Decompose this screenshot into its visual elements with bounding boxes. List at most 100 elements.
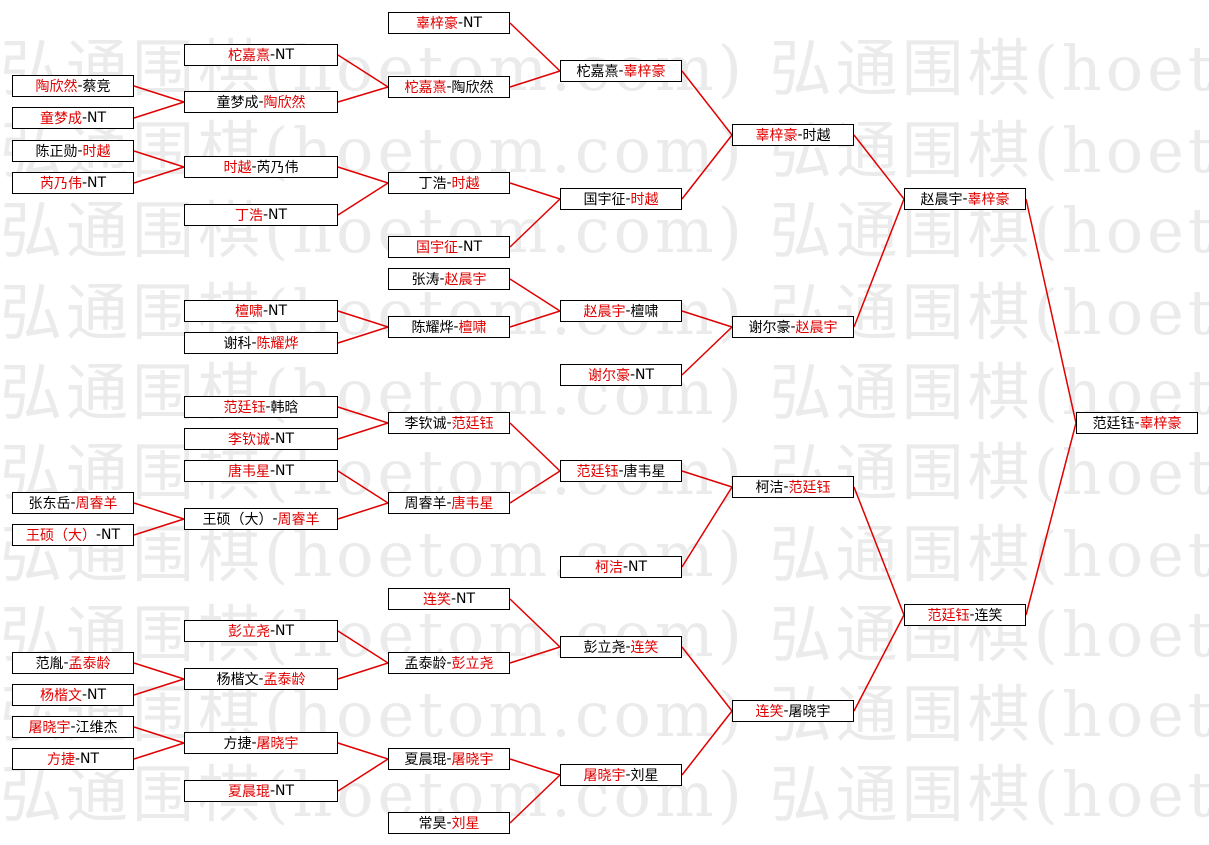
separator: - bbox=[446, 79, 452, 95]
connector-line bbox=[337, 182, 389, 216]
match-box: 时越-芮乃伟 bbox=[184, 156, 338, 178]
player-one: 柁嘉熹 bbox=[404, 80, 447, 96]
match-box: 连笑-NT bbox=[388, 588, 510, 610]
player-two: 檀啸 bbox=[458, 320, 487, 336]
connector-line bbox=[1025, 422, 1077, 616]
player-one: 连笑 bbox=[422, 592, 451, 608]
separator: - bbox=[272, 511, 278, 527]
player-one: 檀啸 bbox=[234, 304, 263, 320]
connector-line bbox=[509, 278, 561, 312]
connector-line bbox=[337, 470, 389, 504]
connector-line bbox=[509, 646, 561, 664]
player-one: 谢尔豪 bbox=[748, 320, 791, 336]
player-two: NT bbox=[463, 239, 483, 255]
separator: - bbox=[251, 159, 257, 175]
match-box: 夏晨琨-屠晓宇 bbox=[388, 748, 510, 770]
connector-line bbox=[337, 422, 389, 440]
player-one: 芮乃伟 bbox=[39, 176, 82, 192]
separator: - bbox=[962, 191, 968, 207]
player-one: 方捷 bbox=[46, 752, 75, 768]
player-one: 童梦成 bbox=[39, 111, 82, 127]
separator: - bbox=[625, 767, 631, 783]
player-one: 夏晨琨 bbox=[227, 784, 270, 800]
player-one: 李钦诚 bbox=[404, 416, 447, 432]
connector-line bbox=[509, 182, 561, 200]
connector-line bbox=[133, 150, 185, 168]
player-one: 方捷 bbox=[223, 736, 252, 752]
player-two: 陶欣然 bbox=[451, 80, 494, 96]
player-two: 孟泰龄 bbox=[68, 656, 111, 672]
connector-line bbox=[509, 774, 561, 824]
player-one: 时越 bbox=[223, 160, 252, 176]
player-two: 时越 bbox=[82, 144, 111, 160]
separator: - bbox=[622, 559, 629, 575]
connector-line bbox=[133, 518, 185, 536]
separator: - bbox=[63, 655, 69, 671]
player-two: 周睿羊 bbox=[75, 496, 118, 512]
separator: - bbox=[625, 191, 631, 207]
match-box: 范廷钰-连笑 bbox=[904, 604, 1026, 626]
separator: - bbox=[70, 495, 76, 511]
match-box: 彭立尧-连笑 bbox=[560, 636, 682, 658]
player-one: 丁浩 bbox=[234, 208, 263, 224]
player-one: 柁嘉熹 bbox=[576, 64, 619, 80]
player-two: 辜梓豪 bbox=[967, 192, 1010, 208]
connector-line bbox=[509, 22, 561, 72]
player-two: 范廷钰 bbox=[451, 416, 494, 432]
connector-line bbox=[681, 710, 733, 776]
match-box: 李钦诚-NT bbox=[184, 428, 338, 450]
player-two: 屠晓宇 bbox=[788, 704, 831, 720]
connector-line bbox=[337, 406, 389, 424]
separator: - bbox=[81, 175, 88, 191]
player-one: 张东岳 bbox=[28, 496, 71, 512]
match-box: 屠晓宇-江维杰 bbox=[12, 716, 134, 738]
player-one: 李钦诚 bbox=[227, 432, 270, 448]
connector-line bbox=[509, 758, 561, 776]
player-one: 谢科 bbox=[223, 336, 252, 352]
player-one: 范廷钰 bbox=[927, 608, 970, 624]
player-one: 柯洁 bbox=[755, 480, 784, 496]
player-two: 辜梓豪 bbox=[1139, 416, 1182, 432]
separator: - bbox=[625, 303, 631, 319]
connector-line bbox=[133, 662, 185, 680]
player-two: NT bbox=[275, 463, 295, 479]
player-one: 辜梓豪 bbox=[415, 16, 458, 32]
match-box: 国宇征-时越 bbox=[560, 188, 682, 210]
match-box: 檀啸-NT bbox=[184, 300, 338, 322]
connector-line bbox=[1025, 198, 1077, 424]
match-box: 丁浩-时越 bbox=[388, 172, 510, 194]
connector-line bbox=[133, 678, 185, 696]
player-two: NT bbox=[87, 175, 107, 191]
player-two: NT bbox=[268, 303, 288, 319]
connector-line bbox=[509, 470, 561, 504]
connector-line bbox=[133, 85, 185, 103]
player-two: NT bbox=[275, 47, 295, 63]
separator: - bbox=[77, 78, 83, 94]
player-two: 檀啸 bbox=[630, 304, 659, 320]
match-box: 童梦成-陶欣然 bbox=[184, 91, 338, 113]
player-two: NT bbox=[87, 110, 107, 126]
player-one: 谢尔豪 bbox=[587, 368, 630, 384]
match-box: 赵晨宇-辜梓豪 bbox=[904, 188, 1026, 210]
player-two: NT bbox=[463, 15, 483, 31]
player-two: 连笑 bbox=[630, 640, 659, 656]
player-two: NT bbox=[87, 687, 107, 703]
separator: - bbox=[258, 94, 264, 110]
player-two: NT bbox=[80, 751, 100, 767]
match-box: 辜梓豪-时越 bbox=[732, 124, 854, 146]
connector-line bbox=[133, 166, 185, 184]
separator: - bbox=[262, 207, 269, 223]
separator: - bbox=[77, 143, 83, 159]
connector-line bbox=[681, 326, 733, 376]
match-box: 常昊-刘星 bbox=[388, 812, 510, 834]
player-one: 屠晓宇 bbox=[28, 720, 71, 736]
player-two: NT bbox=[275, 623, 295, 639]
match-box: 李钦诚-范廷钰 bbox=[388, 412, 510, 434]
separator: - bbox=[453, 319, 459, 335]
player-one: 范廷钰 bbox=[576, 464, 619, 480]
player-one: 陈正勋 bbox=[35, 144, 78, 160]
match-box: 张东岳-周睿羊 bbox=[12, 492, 134, 514]
player-one: 丁浩 bbox=[418, 176, 447, 192]
connector-line bbox=[337, 630, 389, 664]
